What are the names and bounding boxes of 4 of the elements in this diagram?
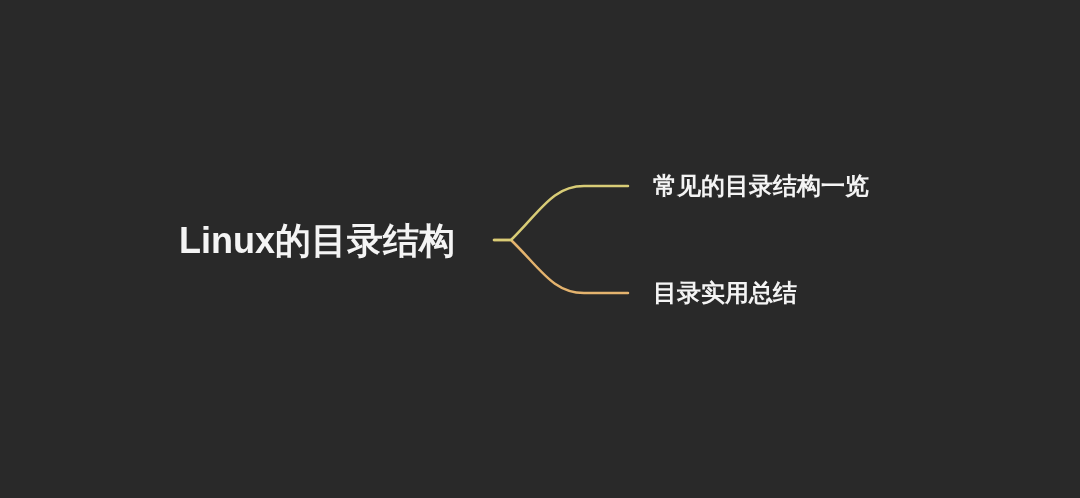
branch-connector [492,184,630,242]
topic-label: Linux的目录结构 [179,217,455,263]
subtopic-label: 常见的目录结构一览 [653,171,869,201]
subtopic-label: 目录实用总结 [653,278,797,308]
